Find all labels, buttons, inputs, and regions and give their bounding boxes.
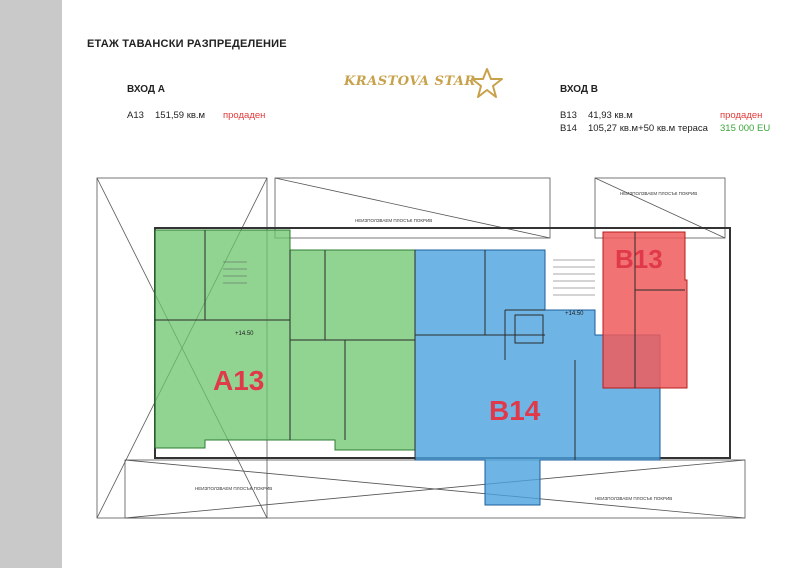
logo: KRASTOVA STAR (344, 68, 504, 102)
page-title: ЕТАЖ ТАВАНСКИ РАЗПРЕДЕЛЕНИЕ (87, 38, 287, 50)
unit-status: продаден (223, 110, 266, 121)
roof-note: НЕИЗПОЛЗВАЕМ ПЛОСЪК ПОКРИВ (620, 191, 697, 196)
entrance-a-heading: ВХОД А (127, 84, 166, 95)
unit-id: B13 (560, 110, 577, 121)
elevation-mark: +14.50 (235, 331, 254, 337)
entrance-a-block: ВХОД А A13 151,59 кв.м продаден (127, 84, 265, 122)
roof-note: НЕИЗПОЛЗВАЕМ ПЛОСЪК ПОКРИВ (195, 486, 272, 491)
zone-label-b14: B14 (489, 395, 541, 426)
floor-plan: A13 B14 B13 НЕИЗПОЛЗВАЕМ ПЛОСЪК ПОКРИВ Н… (96, 177, 746, 519)
unit-area: 105,27 кв.м+50 кв.м тераса (588, 123, 708, 134)
unit-id: A13 (127, 110, 144, 121)
stairs (223, 259, 595, 296)
unit-row-b13: B13 41,93 кв.м продаден (560, 109, 770, 122)
unit-price: 315 000 EU (720, 123, 771, 134)
unit-status: продаден (720, 110, 763, 121)
unit-row-a13: A13 151,59 кв.м продаден (127, 109, 265, 122)
zone-b13 (602, 231, 688, 389)
star-outline-icon (471, 68, 503, 98)
side-strip (0, 0, 62, 568)
roof-outline (96, 177, 746, 519)
unit-id: B14 (560, 123, 577, 134)
unit-area: 151,59 кв.м (155, 110, 206, 121)
logo-text: KRASTOVA STAR (344, 74, 476, 89)
entrance-b-block: ВХОД В B13 41,93 кв.м продаден B14 105,2… (560, 84, 770, 135)
zone-label-a13: A13 (213, 365, 264, 396)
roof-note: НЕИЗПОЛЗВАЕМ ПЛОСЪК ПОКРИВ (355, 218, 432, 223)
roof-note: НЕИЗПОЛЗВАЕМ ПЛОСЪК ПОКРИВ (595, 496, 672, 501)
interior-walls (155, 230, 685, 460)
elevation-mark: +14.50 (565, 311, 584, 317)
zone-label-b13: B13 (615, 244, 663, 274)
zone-a13 (154, 229, 416, 451)
unit-row-b14: B14 105,27 кв.м+50 кв.м тераса 315 000 E… (560, 122, 770, 135)
entrance-b-heading: ВХОД В (560, 84, 599, 95)
unit-area: 41,93 кв.м (588, 110, 633, 121)
